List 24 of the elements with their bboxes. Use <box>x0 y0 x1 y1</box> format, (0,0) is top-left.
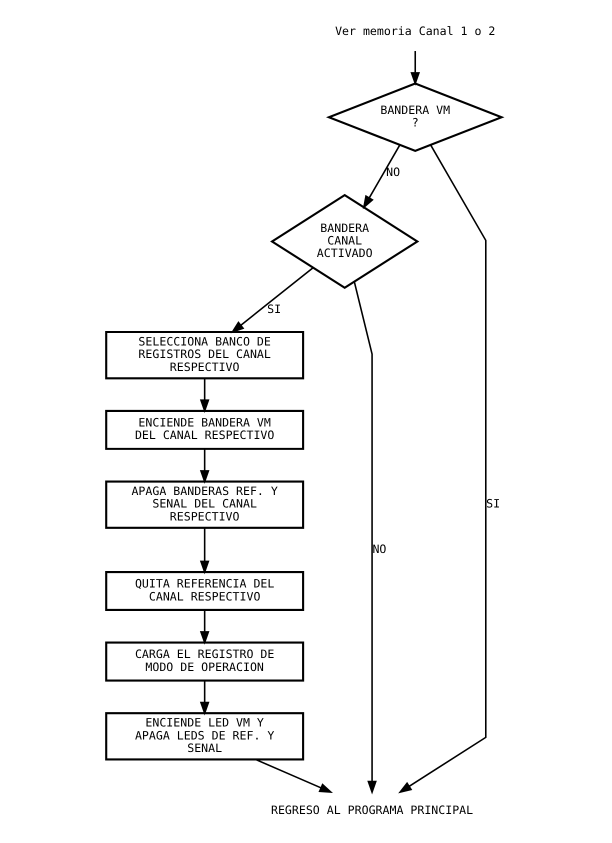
node-text: Ver memoria Canal 1 o 2 <box>335 24 496 38</box>
arrow <box>410 51 420 86</box>
node-box: SELECCIONA BANCO DE REGISTROS DEL CANAL RESPECTIVO <box>105 330 304 380</box>
arrow <box>200 680 210 716</box>
edge-label: NO <box>372 542 386 556</box>
arrow <box>200 378 210 414</box>
edge-label: SI <box>267 302 282 316</box>
arrow <box>200 610 210 645</box>
arrow <box>398 144 487 794</box>
arrow <box>230 267 314 334</box>
arrow <box>200 448 210 484</box>
node-box: ENCIENDE BANDERA VM DEL CANAL RESPECTIVO <box>105 410 304 450</box>
edge-label: SI <box>486 496 500 511</box>
arrow <box>255 758 333 794</box>
arrow <box>354 282 377 794</box>
node-diamond: BANDERA VM ? <box>326 82 504 152</box>
node-text: REGRESO AL PROGRAMA PRINCIPAL <box>270 803 474 818</box>
node-box: CARGA EL REGISTRO DE MODO DE OPERACION <box>105 642 304 682</box>
node-box: ENCIENDE LED VM Y APAGA LEDS DE REF. Y SENAL <box>105 712 304 761</box>
arrow <box>200 528 210 574</box>
edge-label: NO <box>386 164 400 179</box>
arrow <box>362 144 400 210</box>
node-box: QUITA REFERENCIA DEL CANAL RESPECTIVO <box>105 571 304 612</box>
node-box: APAGA BANDERAS REF. Y SENAL DEL CANAL RESPECTIVO <box>105 480 304 529</box>
